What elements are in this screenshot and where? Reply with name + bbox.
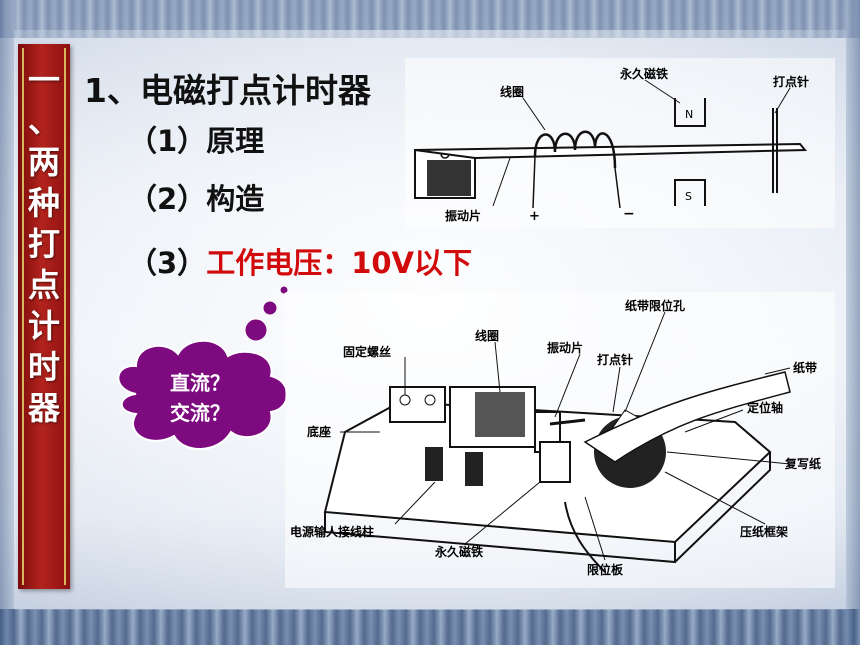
section-title-char: 两 xyxy=(27,143,60,181)
vibrator-label: 振动片 xyxy=(547,340,583,355)
bubble-line-ac: 交流？ xyxy=(170,401,230,425)
section-title-text: 一 、 两 种 打 点 计 时 器 xyxy=(18,60,70,429)
item-principle: （1）原理 xyxy=(128,118,264,160)
minus-terminal-label: − xyxy=(623,206,635,222)
structure-diagram: 固定螺丝 线圈 振动片 打点针 纸带限位孔 纸带 定位轴 复写纸 底座 电源输人… xyxy=(285,292,835,588)
carbon-paper-label: 复写纸 xyxy=(784,456,821,471)
coil-label: 线圈 xyxy=(500,84,524,99)
section-title-char: 打 xyxy=(27,225,60,263)
item-number: （2） xyxy=(128,182,207,216)
north-pole-label: N xyxy=(685,108,693,121)
thought-bubble-text: 直流？ 交流？ xyxy=(150,368,250,428)
permanent-magnet-label: 永久磁铁 xyxy=(619,66,668,81)
item-text: 原理 xyxy=(206,124,265,158)
schematic-diagram: N S 线圈 永久磁铁 打点针 振动片 + − xyxy=(405,58,835,228)
decorative-frame-left xyxy=(0,0,14,645)
decorative-frame-right xyxy=(846,0,860,645)
needle-label: 打点针 xyxy=(773,74,809,89)
south-pole-label: S xyxy=(685,190,692,203)
positioning-axis-label: 定位轴 xyxy=(747,400,783,415)
section-title-char: 一 xyxy=(27,61,60,99)
limit-plate-label: 限位板 xyxy=(587,562,624,577)
decorative-frame-bottom xyxy=(0,609,860,645)
section-title-char: 计 xyxy=(27,307,60,345)
permanent-magnet-label: 永久磁铁 xyxy=(434,544,483,559)
paper-frame-label: 压纸框架 xyxy=(740,524,788,539)
banner-border xyxy=(22,48,66,585)
needle-label: 打点针 xyxy=(597,352,633,367)
section-title-char: 时 xyxy=(27,348,60,386)
plus-terminal-label: + xyxy=(529,209,540,224)
item-number: （1） xyxy=(128,124,207,158)
coil-label: 线圈 xyxy=(475,328,499,343)
base-label: 底座 xyxy=(307,424,331,439)
item-number: （3） xyxy=(128,246,207,280)
item-text: 构造 xyxy=(206,182,265,216)
tape-hole-label: 纸带限位孔 xyxy=(625,298,685,313)
section-title-char: 、 xyxy=(27,102,60,140)
item-structure: （2）构造 xyxy=(128,176,264,218)
tape-label: 纸带 xyxy=(793,360,817,375)
section-title-char: 点 xyxy=(27,266,60,304)
section-title-char: 器 xyxy=(27,389,60,427)
thought-bubble xyxy=(117,285,289,450)
slide-heading: 1、电磁打点计时器 xyxy=(84,71,371,110)
vibrator-label: 振动片 xyxy=(445,208,481,223)
item-text: 工作电压：10V以下 xyxy=(206,246,472,280)
item-voltage: （3）工作电压：10V以下 xyxy=(128,240,472,282)
bubble-line-dc: 直流？ xyxy=(170,371,230,395)
terminal-label: 电源输人接线柱 xyxy=(290,524,374,539)
section-title-char: 种 xyxy=(27,184,60,222)
section-title-banner: 一 、 两 种 打 点 计 时 器 xyxy=(18,44,70,589)
fixing-screw-label: 固定螺丝 xyxy=(343,344,391,359)
